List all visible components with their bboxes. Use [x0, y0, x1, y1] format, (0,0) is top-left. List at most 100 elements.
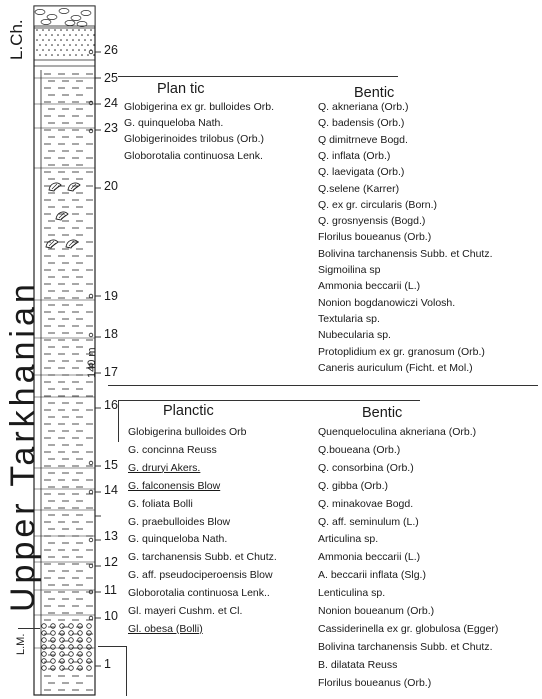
sand-dot — [60, 49, 62, 51]
benthic-species: Q. consorbina (Orb.) — [318, 461, 414, 474]
benthic-species: Caneris auriculum (Ficht. et Mol.) — [318, 361, 473, 374]
pebble-circle — [59, 665, 65, 671]
sand-dot — [42, 49, 44, 51]
pebble-shape — [76, 21, 88, 27]
sand-dot — [51, 44, 53, 46]
column-outline — [33, 5, 96, 696]
layer-number: 14 — [104, 483, 118, 497]
sand-dot — [75, 44, 77, 46]
benthic-species: Quenqueloculina akneriana (Orb.) — [318, 426, 477, 438]
planktic-species: Gl. obesa (Bolli) — [128, 622, 203, 635]
planktic-species: Globorotalia continuosa Lenk.. — [128, 587, 270, 600]
shell-ribs — [48, 240, 57, 248]
shell-outline — [65, 239, 79, 249]
sand-dot — [93, 54, 95, 56]
sand-dot — [78, 39, 80, 41]
pebble-circle — [77, 658, 83, 664]
fossil-circle — [88, 332, 94, 338]
sand-dot — [78, 49, 80, 51]
pebble-circle — [68, 623, 74, 629]
planktic-species: G. quinqueloba Nath. — [128, 533, 228, 546]
sand-dot — [69, 34, 71, 36]
pebble-circle — [50, 658, 56, 664]
fossil-circle — [88, 537, 94, 543]
benthic-species: Q. aff. seminulum (L.) — [318, 515, 419, 528]
benthic-species: Nonion bogdanowiczi Volosh. — [318, 296, 456, 309]
benthic-species: A. beccarii inflata (Slg.) — [318, 569, 426, 582]
shell-ribs — [70, 183, 79, 191]
planktic-species: Gl. mayeri Cushm. et Cl. — [128, 605, 243, 617]
benthic-species: Textularia sp. — [318, 312, 380, 325]
sand-dot — [66, 29, 68, 31]
sand-dot — [54, 49, 56, 51]
pebble-circle — [77, 644, 83, 650]
pebble-circle — [41, 658, 47, 664]
benthic-species: Lenticulina sp. — [318, 587, 386, 600]
pebble-circle — [68, 637, 74, 643]
pebble-circle — [41, 651, 47, 657]
benthic-species: Nubecularia sp. — [318, 329, 391, 342]
pebble-circle — [59, 658, 65, 664]
fossil-circle — [88, 489, 94, 495]
pebble-shape — [40, 19, 52, 25]
bottom-left-line — [98, 646, 126, 647]
shell-outline — [48, 182, 62, 192]
pebble-circle — [59, 637, 65, 643]
sand-dot — [90, 29, 92, 31]
sand-dot — [39, 54, 41, 56]
sand-dot — [81, 54, 83, 56]
benthic-species: Sigmoilina sp — [318, 264, 381, 276]
layer-number: 15 — [104, 458, 118, 472]
pebble-circle — [50, 644, 56, 650]
sand-dot — [48, 39, 50, 41]
benthic-species: Q. laevigata (Orb.) — [318, 166, 405, 179]
lower-planktic-header: Planctic — [163, 403, 214, 419]
pebble-circle — [50, 623, 56, 629]
layer-ticks — [95, 51, 101, 667]
planktic-species: G. quinqueloba Nath. — [124, 117, 224, 130]
fossil-circle — [88, 563, 94, 569]
pebble-circle — [59, 644, 65, 650]
pebble-circle — [86, 630, 92, 636]
sand-dot — [36, 49, 38, 51]
sand-dot — [87, 54, 89, 56]
sand-dot — [36, 39, 38, 41]
pebble-circle — [41, 665, 47, 671]
column-body — [33, 5, 96, 696]
planktic-species: Globigerina bulloides Orb — [128, 426, 247, 438]
sand-dot — [66, 39, 68, 41]
pebble-circle — [68, 658, 74, 664]
fossil-circle — [88, 128, 94, 134]
shell-ribs — [51, 183, 60, 191]
pebble-circle — [41, 644, 47, 650]
pebble-circle — [68, 644, 74, 650]
top-boundary-line — [118, 76, 398, 77]
sand-dot — [45, 54, 47, 56]
layer-number: 23 — [104, 121, 118, 135]
pebble-circle — [50, 665, 56, 671]
stage-label-main: Upper Tarkhanian — [4, 280, 42, 612]
pebble-circle — [68, 651, 74, 657]
sand-dot — [63, 44, 65, 46]
benthic-species: Q. akneriana (Orb.) — [318, 101, 409, 113]
sand-dot — [45, 34, 47, 36]
benthic-species: Cassiderinella ex gr. globulosa (Egger) — [318, 622, 499, 635]
pebble-shape — [46, 14, 58, 20]
fossil-circle — [88, 49, 94, 55]
benthic-species: Bolivina tarchanensis Subb. et Chutz. — [318, 640, 493, 653]
layer-number: 19 — [104, 289, 118, 303]
pebble-circle — [59, 623, 65, 629]
layer-number: 11 — [104, 583, 117, 597]
pebble-circle — [77, 665, 83, 671]
sand-dot — [36, 29, 38, 31]
benthic-species: Q. minakovae Bogd. — [318, 497, 414, 510]
sand-dot — [81, 34, 83, 36]
sand-dot — [72, 49, 74, 51]
sand-dot — [72, 39, 74, 41]
pebble-circle — [86, 665, 92, 671]
benthic-species: Q dimitrneve Bogd. — [318, 133, 408, 146]
pebble-circle — [86, 623, 92, 629]
pebble-shape — [58, 8, 70, 14]
benthic-species: Q. gibba (Orb.) — [318, 479, 389, 492]
